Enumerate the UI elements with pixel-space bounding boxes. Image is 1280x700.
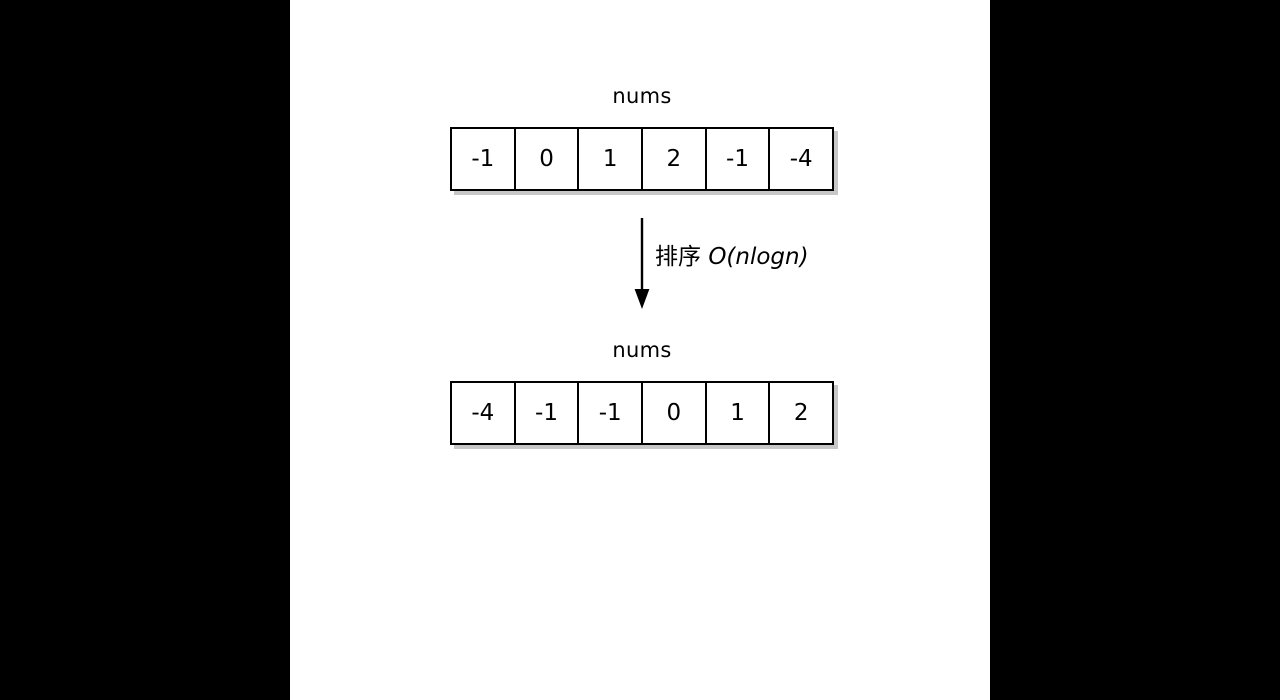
array-label-before: nums xyxy=(612,84,672,108)
array-row-after: -4 -1 -1 0 1 2 xyxy=(450,381,834,445)
array-cell: -1 xyxy=(515,383,580,443)
slide-canvas: nums -1 0 1 2 -1 -4 排序 O(nlogn) nums xyxy=(290,0,990,700)
array-label-after: nums xyxy=(612,338,672,362)
array-row-before: -1 0 1 2 -1 -4 xyxy=(450,127,834,191)
array-cell: -1 xyxy=(452,129,516,189)
array-cell: 2 xyxy=(643,129,707,189)
array-cell: 1 xyxy=(706,383,771,443)
transition-label-text: 排序 xyxy=(655,244,701,270)
array-cell: -4 xyxy=(770,129,833,189)
transition-label: 排序 O(nlogn) xyxy=(655,242,809,272)
array-cell: -1 xyxy=(579,383,644,443)
transition-group: 排序 O(nlogn) xyxy=(450,218,870,318)
transition-label-complexity: O(nlogn) xyxy=(708,244,809,270)
array-cell: -4 xyxy=(452,383,516,443)
array-cell: 0 xyxy=(515,129,580,189)
array-cell: 0 xyxy=(643,383,707,443)
array-figure-after: nums -4 -1 -1 0 1 2 xyxy=(450,336,834,445)
array-cell: -1 xyxy=(706,129,771,189)
down-arrow-icon xyxy=(634,218,650,309)
array-cell: 1 xyxy=(579,129,644,189)
array-figure-before: nums -1 0 1 2 -1 -4 xyxy=(450,82,834,191)
array-cell: 2 xyxy=(770,383,833,443)
